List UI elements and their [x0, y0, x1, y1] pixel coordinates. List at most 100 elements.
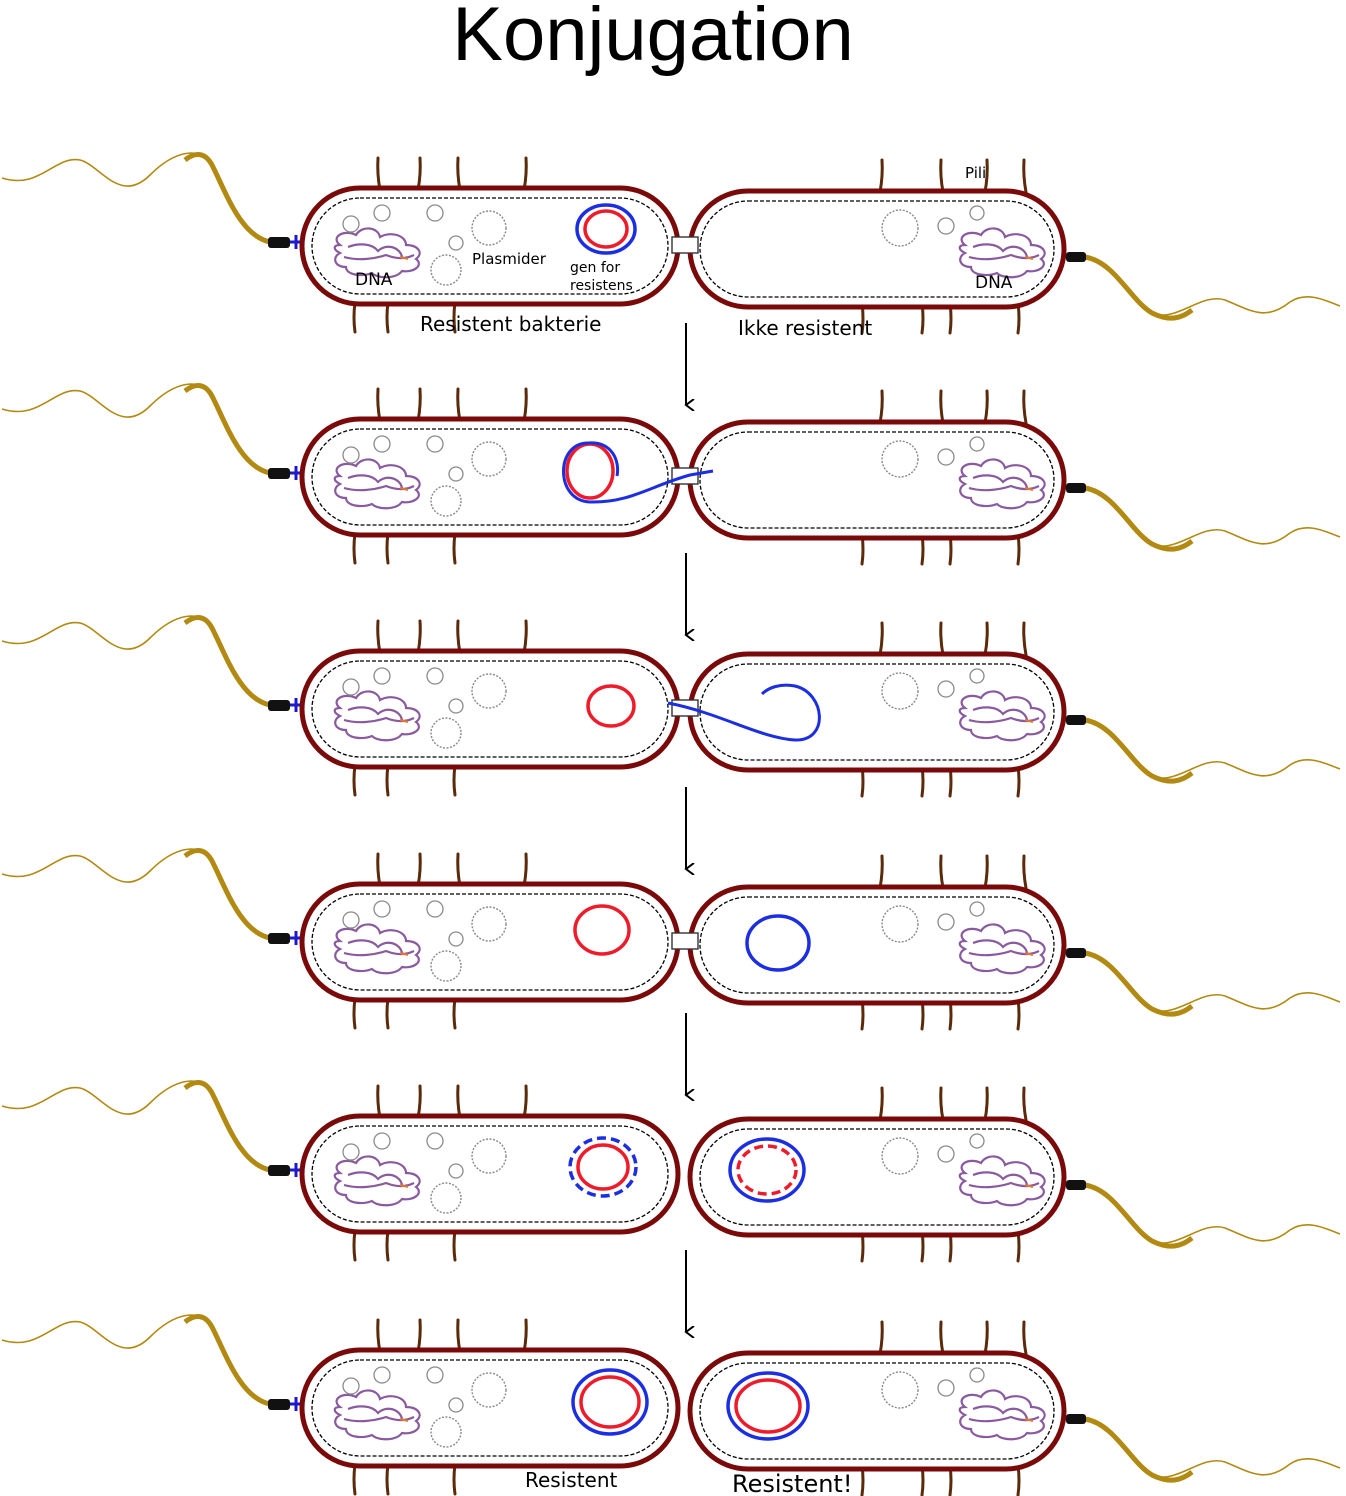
small-plasmid [969, 901, 985, 917]
small-plasmid [426, 435, 444, 453]
flagellum-right [1084, 717, 1194, 784]
donor-cell [299, 648, 681, 770]
small-plasmid [881, 672, 919, 710]
dna-marker [399, 952, 409, 956]
pilus [522, 1318, 528, 1354]
pilus [416, 619, 422, 655]
pilus [416, 387, 422, 423]
pilus [878, 854, 884, 890]
small-plasmid [342, 446, 360, 464]
pilus [376, 1084, 382, 1120]
pilus [878, 158, 884, 194]
transferred-strand [667, 683, 821, 742]
small-plasmid [881, 905, 919, 943]
stage-6 [1, 1314, 1341, 1496]
donor-cell-membrane [311, 197, 669, 295]
pilus [352, 1228, 357, 1262]
small-plasmid [937, 1145, 955, 1163]
pilus [352, 531, 357, 565]
flagellum-left [183, 152, 271, 245]
resistent-final-right-label: Resistent! [732, 1470, 852, 1496]
recipient-cell-membrane [699, 1362, 1055, 1460]
small-plasmid [448, 1163, 464, 1179]
small-plasmid [426, 1132, 444, 1150]
small-plasmid [373, 435, 391, 453]
pilus [878, 389, 884, 425]
flagellum-right [1084, 950, 1194, 1017]
recipient-cell-membrane [699, 431, 1055, 529]
recipient-chromosome [958, 1389, 1046, 1441]
small-plasmid [430, 950, 462, 982]
small-plasmid [471, 210, 507, 246]
resistance-plasmid-red [586, 684, 636, 728]
dna-marker [399, 719, 409, 723]
small-plasmid [373, 204, 391, 222]
pilus [416, 1318, 422, 1354]
donor-cell [299, 416, 681, 538]
flagellar-hook-left [268, 468, 290, 479]
transferring-strand [562, 441, 714, 504]
donor-chromosome [333, 227, 421, 279]
flagellar-hook-right [1066, 252, 1086, 262]
flagellum-right [1084, 254, 1194, 321]
stage-1 [1, 152, 1341, 335]
small-plasmid [426, 1366, 444, 1384]
pilus [939, 158, 945, 194]
flagellar-hook-right [1066, 948, 1086, 958]
donor-chromosome [333, 1155, 421, 1207]
small-plasmid [448, 931, 464, 947]
plasmider-label: Plasmider [472, 250, 547, 268]
pilus [376, 156, 382, 192]
resistance-plasmid-blue [575, 203, 637, 255]
flagellum-right [1084, 485, 1194, 552]
conjugation-bridge [671, 932, 699, 950]
flagellum-left [183, 1314, 271, 1407]
pilus [1022, 854, 1028, 890]
resistance-plasmid-blue [726, 1371, 810, 1441]
flagellum-left [183, 615, 271, 708]
pilus [1022, 1320, 1028, 1356]
pilus [522, 619, 528, 655]
dna-marker [1024, 256, 1034, 260]
flagellar-hook-left [268, 1399, 290, 1410]
new-plasmid-blue [728, 1137, 806, 1203]
pilus [456, 1084, 462, 1120]
pilus [522, 852, 528, 888]
dna-marker [1024, 1184, 1034, 1188]
small-plasmid [969, 1367, 985, 1383]
small-plasmid [471, 441, 507, 477]
pilus [456, 1318, 462, 1354]
small-plasmid [471, 1372, 507, 1408]
ikke-resistent-label: Ikke resistent [738, 316, 872, 340]
resistance-plasmid-red [583, 209, 629, 249]
pilus [376, 387, 382, 423]
recipient-chromosome [958, 227, 1046, 279]
small-plasmid [881, 1371, 919, 1409]
stage-4 [1, 848, 1341, 1031]
pilus [456, 852, 462, 888]
dna-marker [399, 256, 409, 260]
flagellar-hook-left [268, 933, 290, 944]
recipient-cell [687, 1350, 1067, 1472]
dna-marker [1024, 1418, 1034, 1422]
new-plasmid-blue [745, 914, 811, 972]
recipient-cell-membrane [699, 896, 1055, 994]
flagellar-hook-left [268, 700, 290, 711]
small-plasmid [471, 1138, 507, 1174]
pilus [1022, 389, 1028, 425]
dna-label-left: DNA [355, 270, 393, 290]
pilus [456, 619, 462, 655]
resistance-plasmid-red [579, 1375, 641, 1429]
flagellum-left [183, 1080, 271, 1173]
recipient-cell-membrane [699, 1128, 1055, 1226]
small-plasmid [969, 436, 985, 452]
pilus [522, 156, 528, 192]
donor-cell-membrane [311, 660, 669, 758]
pilus [352, 300, 357, 334]
pilus [983, 854, 989, 890]
pilus [416, 1084, 422, 1120]
resistent-bakterie-label: Resistent bakterie [420, 312, 601, 336]
donor-cell-membrane [311, 893, 669, 991]
pilus [939, 389, 945, 425]
donor-cell [299, 1347, 681, 1469]
